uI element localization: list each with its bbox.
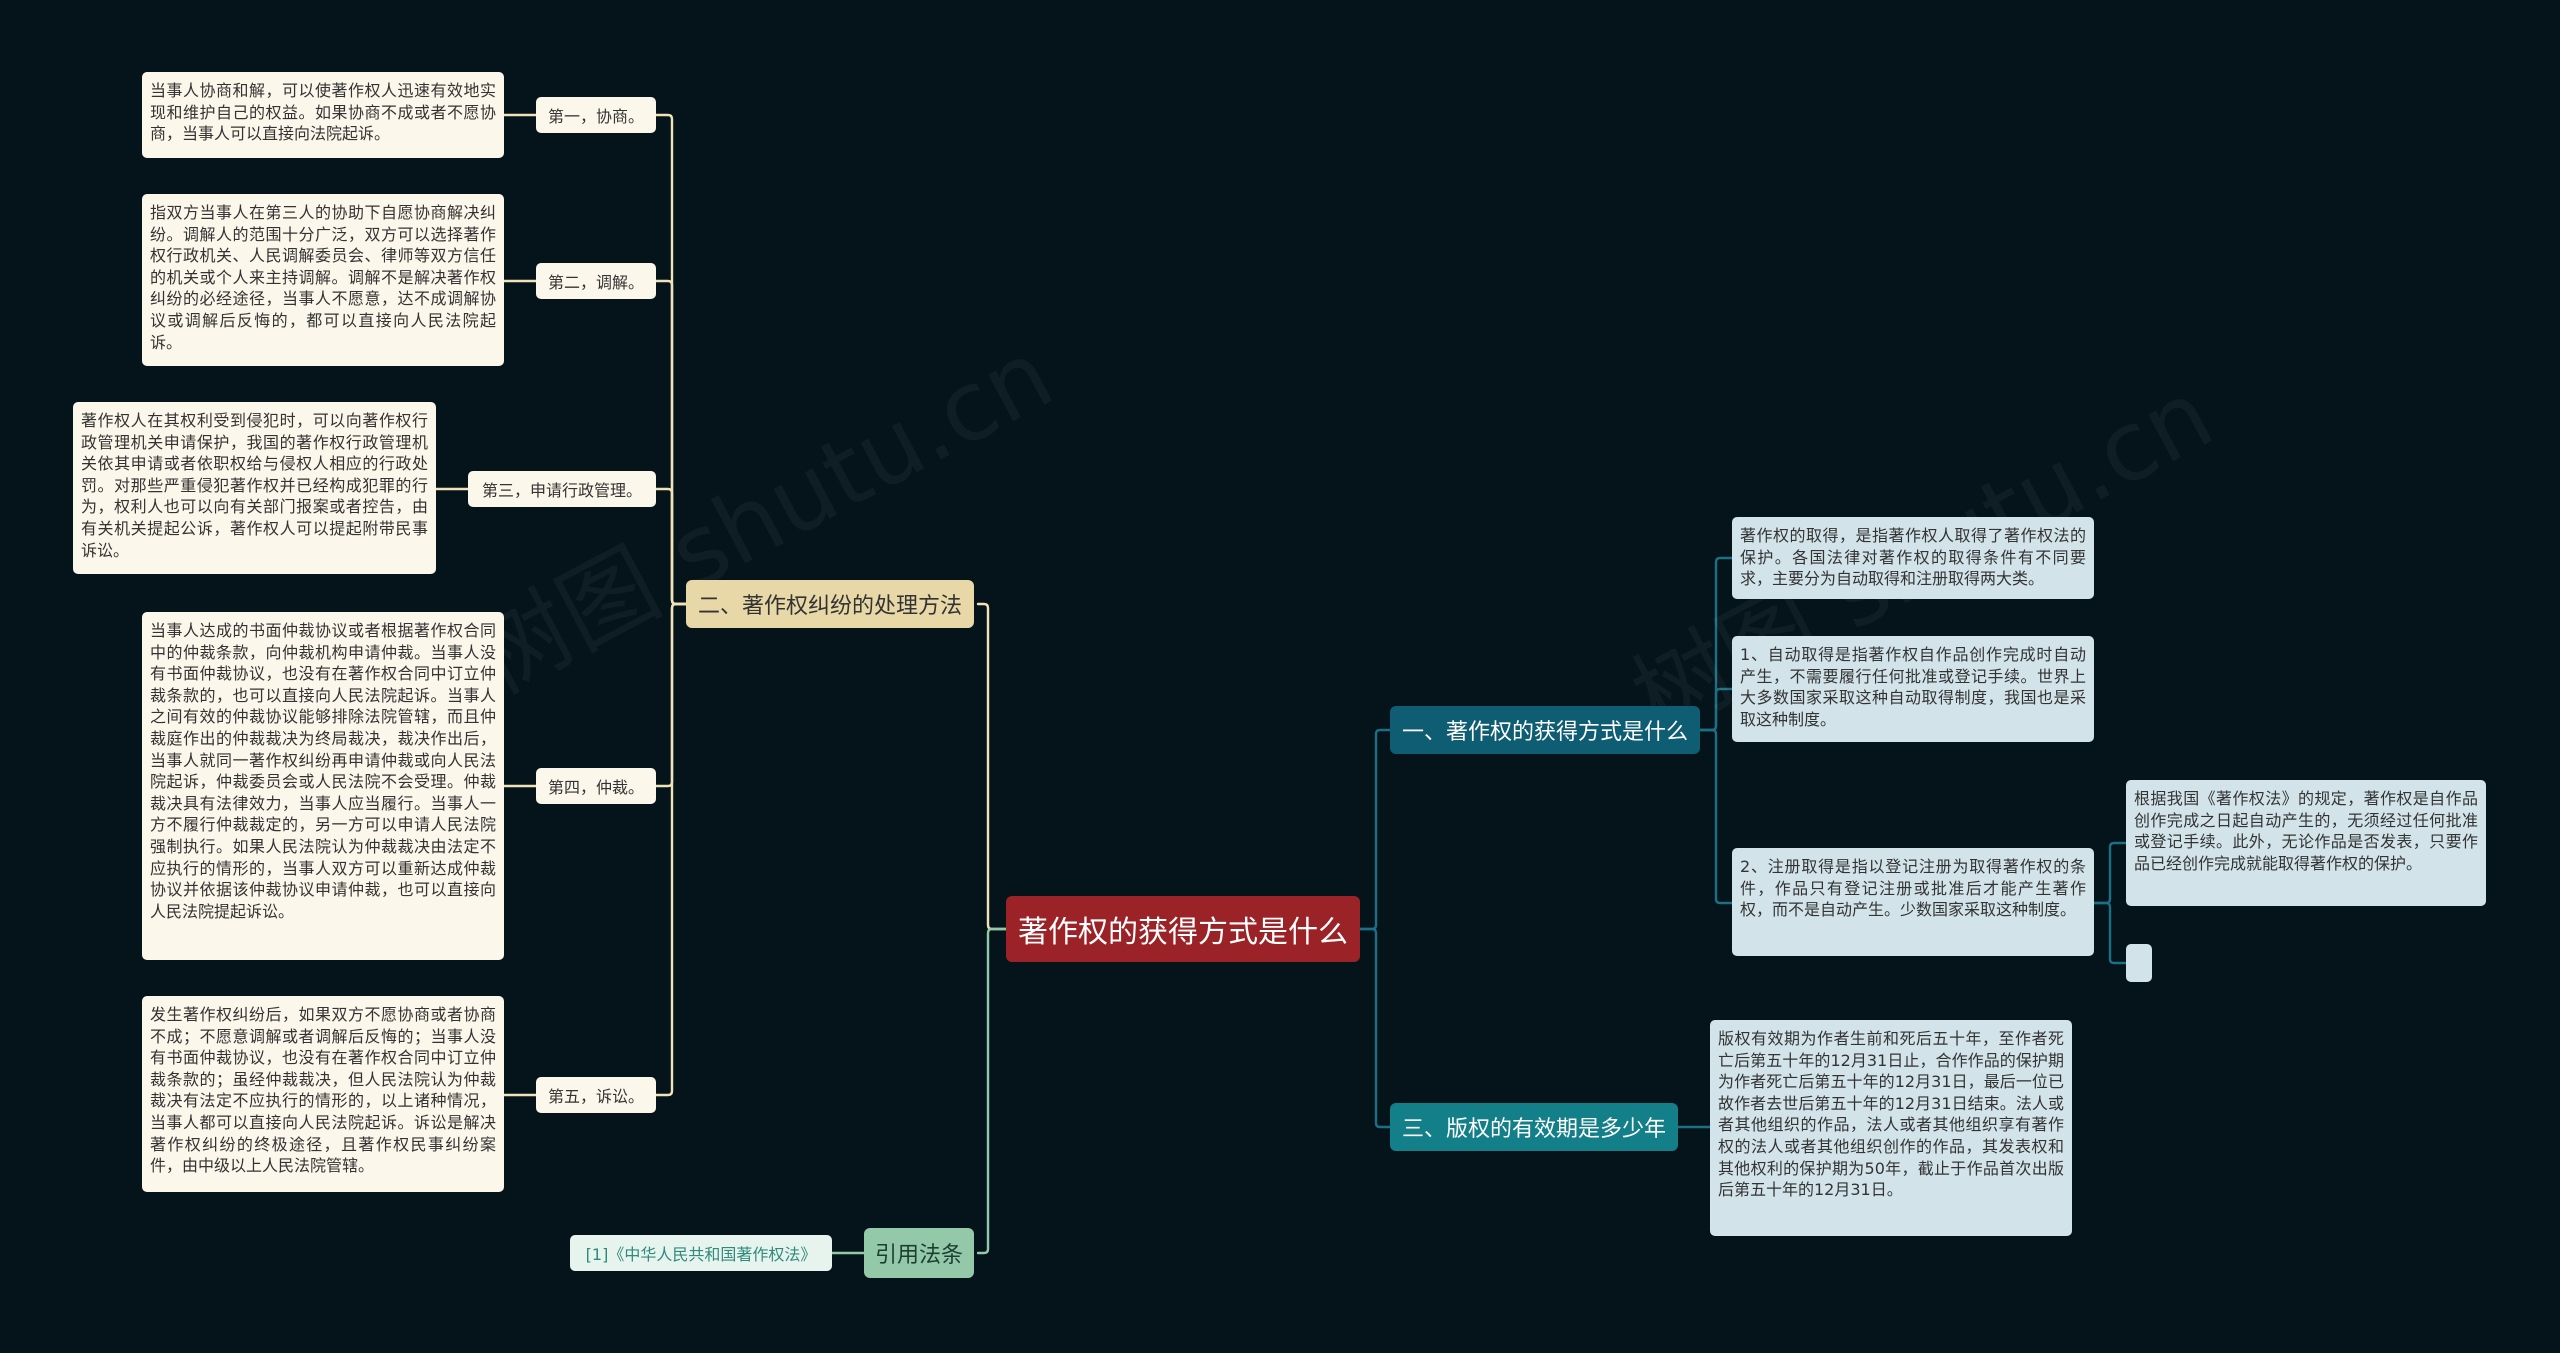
connector-root-to-cite — [976, 927, 1008, 1255]
empty-topic[interactable] — [2126, 944, 2152, 982]
text-copyright-term: 版权有效期为作者生前和死后五十年，至作者死亡后第五十年的12月31日止，合作作品… — [1710, 1020, 2072, 1236]
connector-acquire-to-t3 — [1698, 728, 1734, 905]
text-acquisition-overview: 著作权的取得，是指著作权人取得了著作权法的保护。各国法律对著作权的取得条件有不同… — [1732, 517, 2094, 599]
sub-topic-mediation[interactable]: 第二，调解。 — [536, 263, 656, 299]
sub-topic-litigation[interactable]: 第五，诉讼。 — [536, 1077, 656, 1113]
branch-acquisition-methods[interactable]: 一、著作权的获得方式是什么 — [1390, 706, 1700, 754]
branch-copyright-term[interactable]: 三、版权的有效期是多少年 — [1390, 1103, 1678, 1151]
connector-acquire-to-t2 — [1698, 687, 1734, 732]
text-arbitration: 当事人达成的书面仲裁协议或者根据著作权合同中的仲裁条款，向仲裁机构申请仲裁。当事… — [142, 612, 504, 960]
sub-topic-administrative[interactable]: 第三，申请行政管理。 — [468, 471, 656, 507]
text-automatic-acquisition: 1、自动取得是指著作权自作品创作完成时自动产生，不需要履行任何批准或登记手续。世… — [1732, 636, 2094, 742]
text-china-copyright-law: 根据我国《著作权法》的规定，著作权是自作品创作完成之日起自动产生的，无须经过任何… — [2126, 780, 2486, 906]
connector-disputes-to-3 — [654, 487, 688, 606]
citation-link[interactable]: [1]《中华人民共和国著作权法》 — [570, 1235, 832, 1271]
connector-root-to-acquire — [1358, 728, 1392, 931]
text-administrative: 著作权人在其权利受到侵犯时，可以向著作权行政管理机关申请保护，我国的著作权行政管… — [73, 402, 436, 574]
connector-root-to-term — [1358, 927, 1392, 1129]
text-mediation: 指双方当事人在第三人的协助下自愿协商解决纠纷。调解人的范围十分广泛，双方可以选择… — [142, 194, 504, 366]
sub-topic-negotiation[interactable]: 第一，协商。 — [536, 97, 656, 133]
text-litigation: 发生著作权纠纷后，如果双方不愿协商或者协商不成；不愿意调解或者调解后反悔的；当事… — [142, 996, 504, 1192]
connector-disputes-to-5 — [654, 602, 688, 1097]
connector-t3-to-c1 — [2092, 841, 2128, 905]
branch-cited-law[interactable]: 引用法条 — [864, 1228, 974, 1278]
connector-t3-to-c2 — [2092, 901, 2128, 965]
connector-root-to-disputes — [976, 602, 1008, 931]
text-negotiation: 当事人协商和解，可以使著作权人迅速有效地实现和维护自己的权益。如果协商不成或者不… — [142, 72, 504, 158]
branch-dispute-methods[interactable]: 二、著作权纠纷的处理方法 — [686, 580, 974, 628]
sub-topic-arbitration[interactable]: 第四，仲裁。 — [536, 768, 656, 804]
text-registration-acquisition: 2、注册取得是指以登记注册为取得著作权的条件，作品只有登记注册或批准后才能产生著… — [1732, 848, 2094, 956]
root-topic[interactable]: 著作权的获得方式是什么 — [1006, 896, 1360, 962]
